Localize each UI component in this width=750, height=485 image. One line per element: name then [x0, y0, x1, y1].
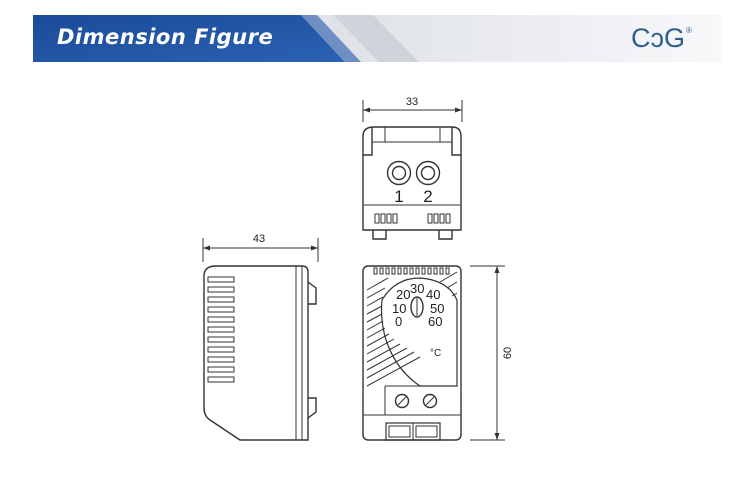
- banner-background: [33, 15, 721, 62]
- logo-mid-glyph: ↄ: [650, 23, 665, 53]
- dial-scale-50: 50: [430, 301, 444, 316]
- dim-depth-label: 43: [253, 233, 265, 245]
- temperature-dial-knob[interactable]: [410, 296, 424, 318]
- side-view: 43: [202, 233, 319, 441]
- dial-scale-30: 30: [410, 281, 424, 296]
- page-title: Dimension Figure: [57, 25, 274, 49]
- front-terminal-screw-2: [422, 393, 438, 409]
- front-view: 60: [362, 265, 514, 441]
- dial-scale-20: 20: [396, 287, 410, 302]
- dial-scale-0: 0: [395, 314, 402, 329]
- registered-mark: ®: [686, 26, 692, 35]
- dial-scale-60: 60: [428, 314, 442, 329]
- logo-letter-c: C: [631, 23, 651, 53]
- terminal-screw-1: [386, 160, 412, 186]
- header-banner: Dimension Figure: [33, 15, 721, 62]
- dial-scale-40: 40: [426, 287, 440, 302]
- brand-logo: CↄG®: [631, 25, 692, 52]
- front-terminal-screw-1: [394, 393, 410, 409]
- dim-height-label: 60: [502, 347, 514, 359]
- dim-width-label: 33: [406, 96, 418, 108]
- terminal-screw-2: [415, 160, 441, 186]
- terminal-2-label: 2: [423, 187, 432, 206]
- terminal-1-label: 1: [394, 187, 403, 206]
- dial-unit-label: °C: [430, 348, 441, 359]
- top-view: 33 1 2: [362, 96, 463, 240]
- dial-scale-10: 10: [392, 301, 406, 316]
- logo-letter-g: G: [664, 23, 686, 53]
